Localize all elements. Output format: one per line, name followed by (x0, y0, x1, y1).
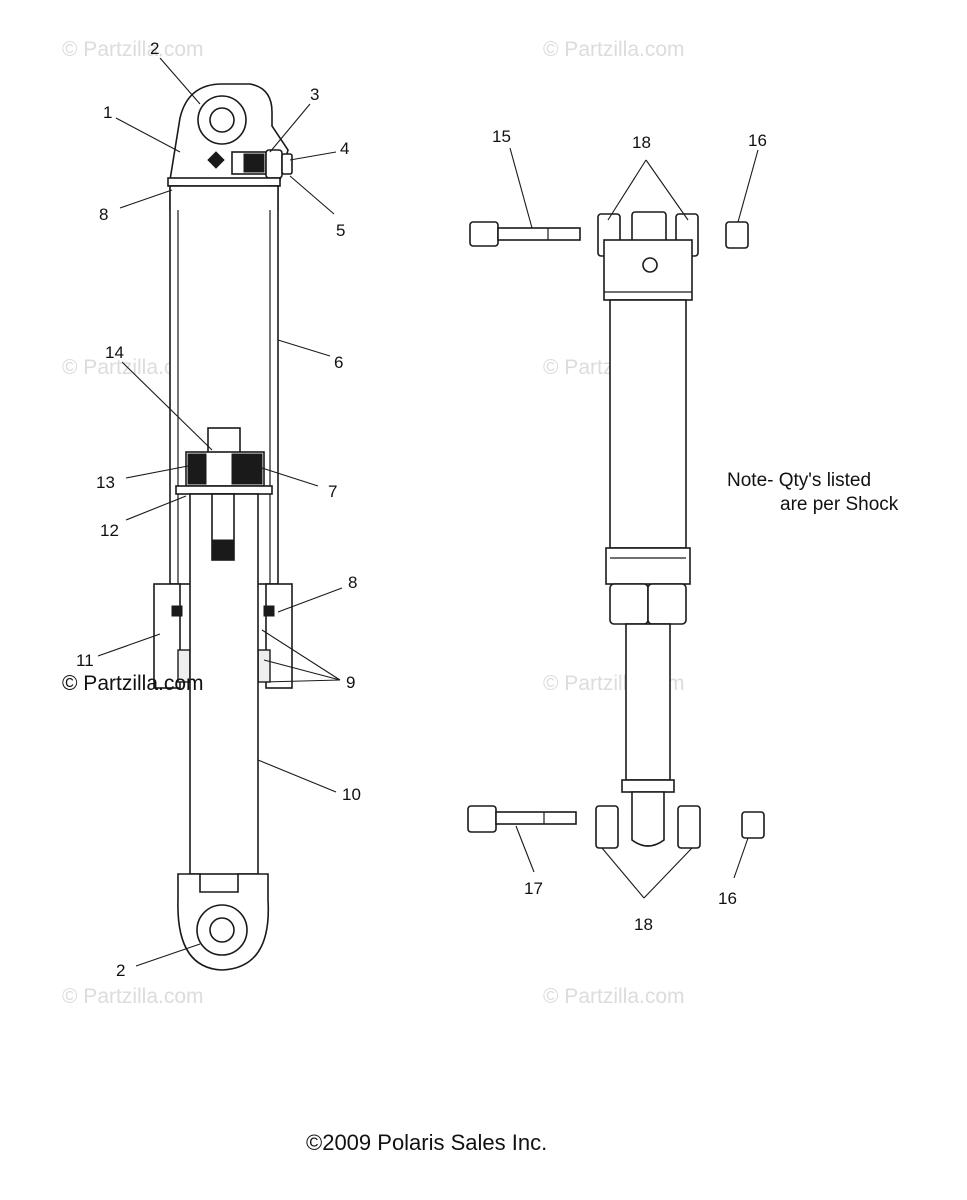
upper-eyelet-bore (209, 107, 235, 133)
callout-13: 13 (96, 473, 115, 492)
leader-17 (515, 825, 535, 873)
callout-2: 2 (150, 39, 159, 58)
leader-16-top (737, 149, 759, 223)
nut-16-top (725, 221, 749, 249)
leader-15 (509, 147, 533, 229)
shaft-thread-end (211, 539, 235, 561)
watermarks: © Partzilla.com © Partzilla.com © Partzi… (62, 38, 685, 1008)
callout-14: 14 (105, 343, 124, 362)
callout-11: 11 (76, 651, 94, 670)
callout-6: 6 (334, 353, 343, 372)
callout-8: 8 (99, 205, 108, 224)
bolt-15 (469, 221, 581, 247)
watermark: © Partzilla.com (62, 356, 204, 379)
leader-7 (261, 467, 319, 487)
clevis-bolt-front (642, 257, 658, 273)
nut-hex-left (609, 583, 649, 625)
watermark: © Partzilla.com (543, 985, 685, 1008)
valve-thread (243, 153, 265, 173)
leader-1 (115, 117, 181, 153)
copyright-text: ©2009 Polaris Sales Inc. (306, 1130, 547, 1155)
leader-18-bottom-r (643, 847, 693, 899)
callout-15: 15 (492, 127, 511, 146)
seal-right (257, 649, 271, 683)
leader-3 (269, 103, 311, 153)
leader-18-bottom-l (601, 847, 645, 899)
leader-2-bottom (135, 943, 201, 967)
callout-17: 17 (524, 879, 543, 898)
oring-right (263, 605, 275, 617)
callouts: 2 1 3 4 5 8 6 14 13 7 12 8 11 9 10 2 15 … (76, 39, 767, 980)
leader-11 (97, 633, 161, 657)
leader-5 (289, 175, 335, 215)
leader-8-lower (277, 587, 343, 613)
leader-9c (263, 679, 341, 683)
leader-10 (257, 759, 337, 793)
leader-16-bottom (733, 837, 749, 879)
watermark: © Partzilla.com (62, 985, 204, 1008)
leader-8-top (119, 189, 173, 209)
assembled-shaft (625, 623, 671, 781)
body-collar (605, 547, 691, 585)
callout-18: 18 (632, 133, 651, 152)
callout-9: 9 (346, 673, 355, 692)
watermark: © Partzilla.com (62, 38, 204, 61)
callout-8-lower: 8 (348, 573, 357, 592)
leader-4 (289, 151, 337, 161)
watermark: © Partzilla.com (543, 38, 685, 61)
callout-12: 12 (100, 521, 119, 540)
leader-18-top-l (607, 159, 647, 221)
leader-6 (277, 339, 331, 357)
piston-nut (207, 427, 241, 455)
callout-3: 3 (310, 85, 319, 104)
valve-cap (265, 149, 283, 179)
piston-washer (175, 485, 273, 495)
valve-cap-end (281, 153, 293, 175)
leader-9a (261, 629, 341, 681)
assembled-body (609, 299, 687, 549)
callout-16: 16 (748, 131, 767, 150)
note-line-2: are per Shock (780, 494, 899, 515)
leader-2-top (159, 57, 201, 105)
piston-shims (187, 453, 207, 485)
oring-left (171, 605, 183, 617)
bushing-18-left-bottom (595, 805, 619, 849)
leader-12 (125, 495, 187, 521)
callout-5: 5 (336, 221, 345, 240)
piston-valving (231, 453, 263, 485)
watermark-overlay: © Partzilla.com (62, 672, 204, 695)
bleed-fitting (207, 151, 225, 169)
leader-13 (125, 465, 189, 479)
nut-hex-right (647, 583, 687, 625)
top-cap-plate (167, 177, 281, 187)
shaft-bumper (621, 779, 675, 793)
callout-4: 4 (340, 139, 349, 158)
nut-16-bottom (741, 811, 765, 839)
bolt-17 (467, 805, 577, 833)
shock-assembled (467, 211, 765, 849)
leader-9b (263, 659, 341, 681)
callout-16-bottom: 16 (718, 889, 737, 908)
note-line-1: Note- Qty's listed (727, 470, 871, 491)
bushing-18-right-bottom (677, 805, 701, 849)
callout-7: 7 (328, 482, 337, 501)
callout-18-bottom: 18 (634, 915, 653, 934)
leader-18-top-r (645, 159, 689, 221)
lower-clevis (631, 791, 665, 847)
bearing-housing-left (153, 583, 181, 689)
leader-lines (97, 57, 759, 967)
lower-eyelet-bore (209, 917, 235, 943)
callout-1: 1 (103, 103, 112, 122)
callout-2-bottom: 2 (116, 961, 125, 980)
shock-cutaway (153, 83, 293, 971)
leader-14 (121, 361, 213, 451)
callout-10: 10 (342, 785, 361, 804)
